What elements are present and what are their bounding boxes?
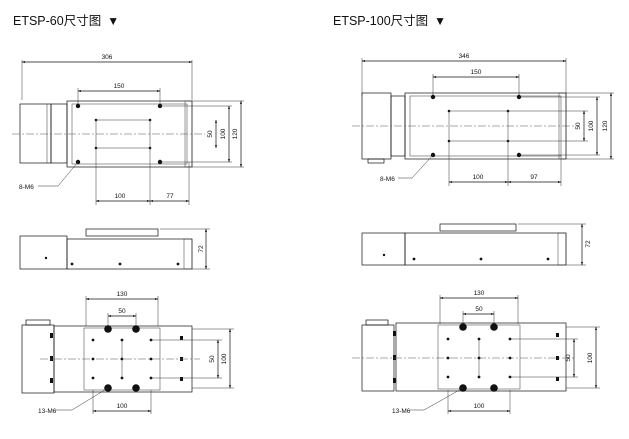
carriage-view: 130 50 50 100 [21, 291, 234, 415]
triangle-down-icon: ▼ [434, 14, 447, 28]
dim-inner-pitch: 50 [575, 122, 582, 130]
hole-callout: 8-M6 [380, 176, 395, 183]
side-view: 72 [19, 228, 210, 270]
carriage-view: 130 50 50 100 [352, 290, 600, 415]
dim-pitch-y-outer: 100 [221, 353, 228, 364]
dim-bottom-pitch: 100 [117, 403, 128, 410]
dim-length: 306 [102, 54, 113, 61]
dim-pitch-inner: 50 [118, 308, 126, 315]
dim-width: 120 [232, 128, 239, 139]
dim-length: 346 [459, 53, 470, 60]
dim-height: 72 [198, 245, 205, 253]
side-view: 72 [361, 223, 592, 266]
top-view: 306 150 [12, 54, 244, 205]
dim-pitch-inner: 50 [475, 306, 483, 313]
dim-offset: 97 [530, 174, 538, 181]
dim-bottom-pitch: 100 [474, 403, 485, 410]
drawing-etsp-60: 306 150 [12, 54, 244, 415]
dim-pitch-y-outer: 100 [587, 352, 594, 363]
drawing-etsp-100: 346 150 [352, 53, 614, 415]
dim-width: 120 [602, 120, 609, 131]
dim-hole-pitch-y: 100 [588, 120, 595, 131]
title-text: ETSP-100尺寸图 [333, 14, 429, 28]
dim-bottom-pitch: 100 [115, 193, 126, 200]
dim-hole-pitch-y: 100 [220, 128, 227, 139]
title-text: ETSP-60尺寸图 [13, 14, 102, 28]
triangle-down-icon: ▼ [107, 14, 120, 28]
dim-pitch-outer: 130 [117, 291, 128, 298]
dim-pitch-y-inner: 50 [565, 354, 572, 362]
diagram-title-left: ETSP-60尺寸图 ▼ [13, 10, 119, 29]
dim-pitch-outer: 130 [474, 290, 485, 297]
dim-bottom-pitch: 100 [473, 174, 484, 181]
hole-callout: 13-M6 [392, 408, 411, 415]
hole-callout: 13-M6 [38, 408, 57, 415]
hole-callout: 8-M6 [19, 184, 34, 191]
dim-hole-pitch-x: 150 [114, 83, 125, 90]
diagram-title-right: ETSP-100尺寸图 ▼ [333, 10, 446, 29]
dim-inner-pitch: 50 [207, 130, 214, 138]
dim-offset: 77 [166, 193, 174, 200]
top-view: 346 150 [352, 53, 614, 186]
dim-pitch-y-inner: 50 [209, 355, 216, 363]
dim-height: 72 [585, 240, 592, 248]
dim-hole-pitch-x: 150 [471, 69, 482, 76]
